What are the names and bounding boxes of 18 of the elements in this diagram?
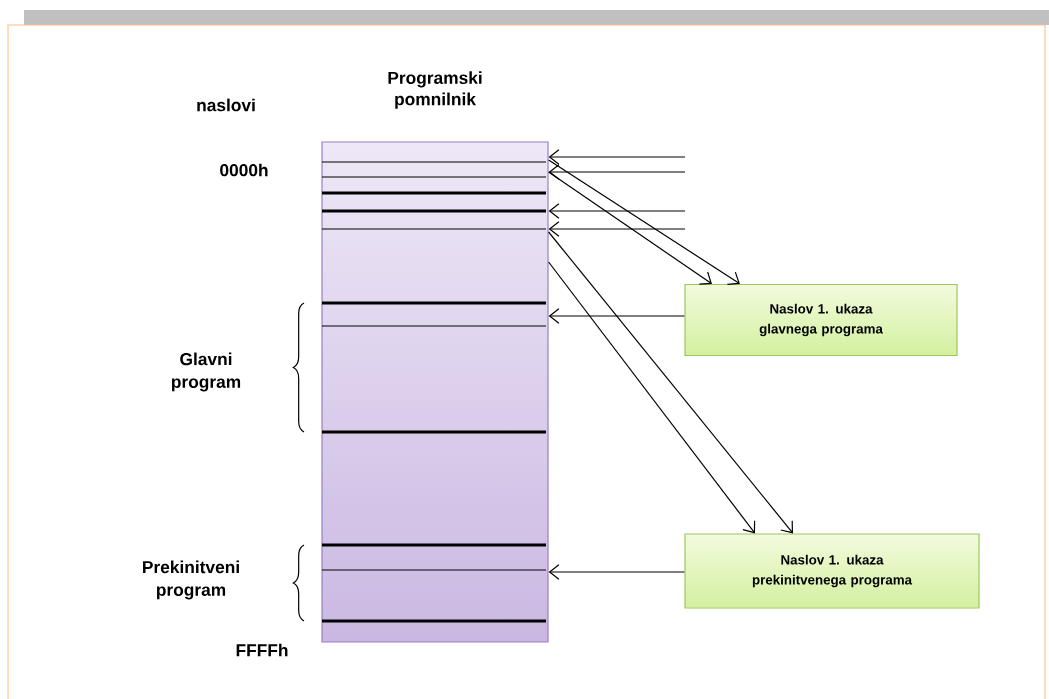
arrow [548,308,685,324]
arrow [548,564,685,580]
address-label: Prekinitveni program [143,560,239,600]
address-label: naslovi [197,98,255,112]
arrow [548,203,686,219]
arrow [548,231,793,534]
arrow [548,149,686,165]
node-label: Programski pomnilnik [388,71,482,109]
arrow [548,261,756,534]
arrow [548,221,686,237]
arrow [548,171,712,285]
address-box: Naslov 1. ukaza glavnega programa [684,283,958,357]
address-label: 0000h [220,163,268,177]
memory-column: Programski pomnilnik [321,71,549,643]
address-label: FFFFh [236,643,288,657]
arrow [548,159,740,286]
address-label: Glavni program [172,352,241,392]
address-box: Naslov 1. ukaza prekinitvenega programa [684,533,980,609]
